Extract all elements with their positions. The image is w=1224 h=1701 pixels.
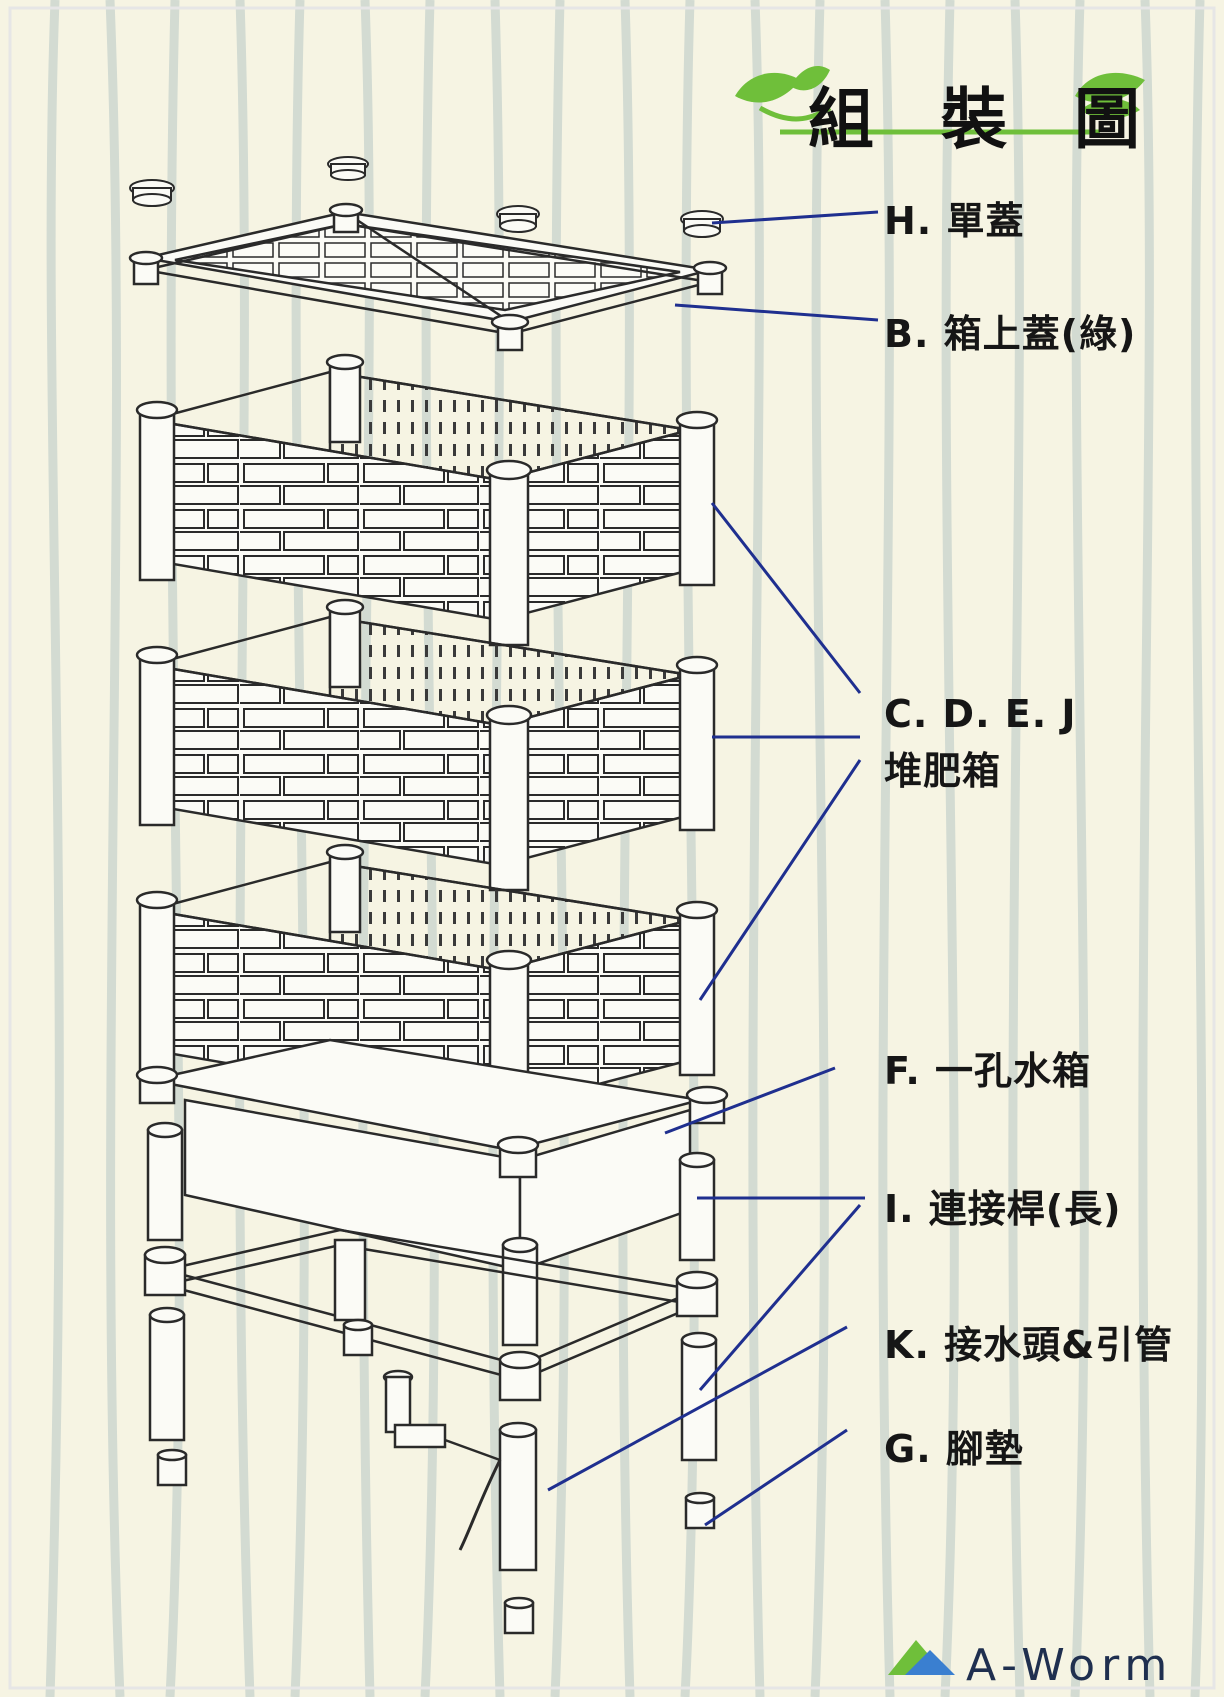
label-cdej-code: C. D. E. J [884,692,1077,736]
lid-top-cover [128,202,728,352]
label-k-faucet: K. 接水頭&引管 [884,1323,1174,1367]
label-h-single-cap: H. 單蓋 [884,199,1025,243]
label-f-water-tank: F. 一孔水箱 [884,1049,1092,1093]
label-cdej-compost-box: 堆肥箱 [884,749,1002,793]
faucet-and-tube [382,1369,502,1551]
a-worm-logo-icon [888,1640,955,1675]
leaf-right-icon [1075,72,1145,119]
page-title: 組 裝 圖 [808,81,1162,158]
compost-box-top [135,353,719,647]
page-border [8,6,1216,1690]
label-i-rod: I. 連接桿(長) [884,1187,1122,1231]
label-b-lid: B. 箱上蓋(綠) [884,312,1137,356]
connecting-rods [143,1121,719,1572]
brand-name: A-Worm [966,1640,1174,1691]
water-tank [135,1038,729,1272]
single-caps [129,156,724,238]
leaf-left-icon [735,65,832,122]
leader-lines [547,210,879,1527]
label-g-feet: G. 腳墊 [884,1427,1024,1471]
